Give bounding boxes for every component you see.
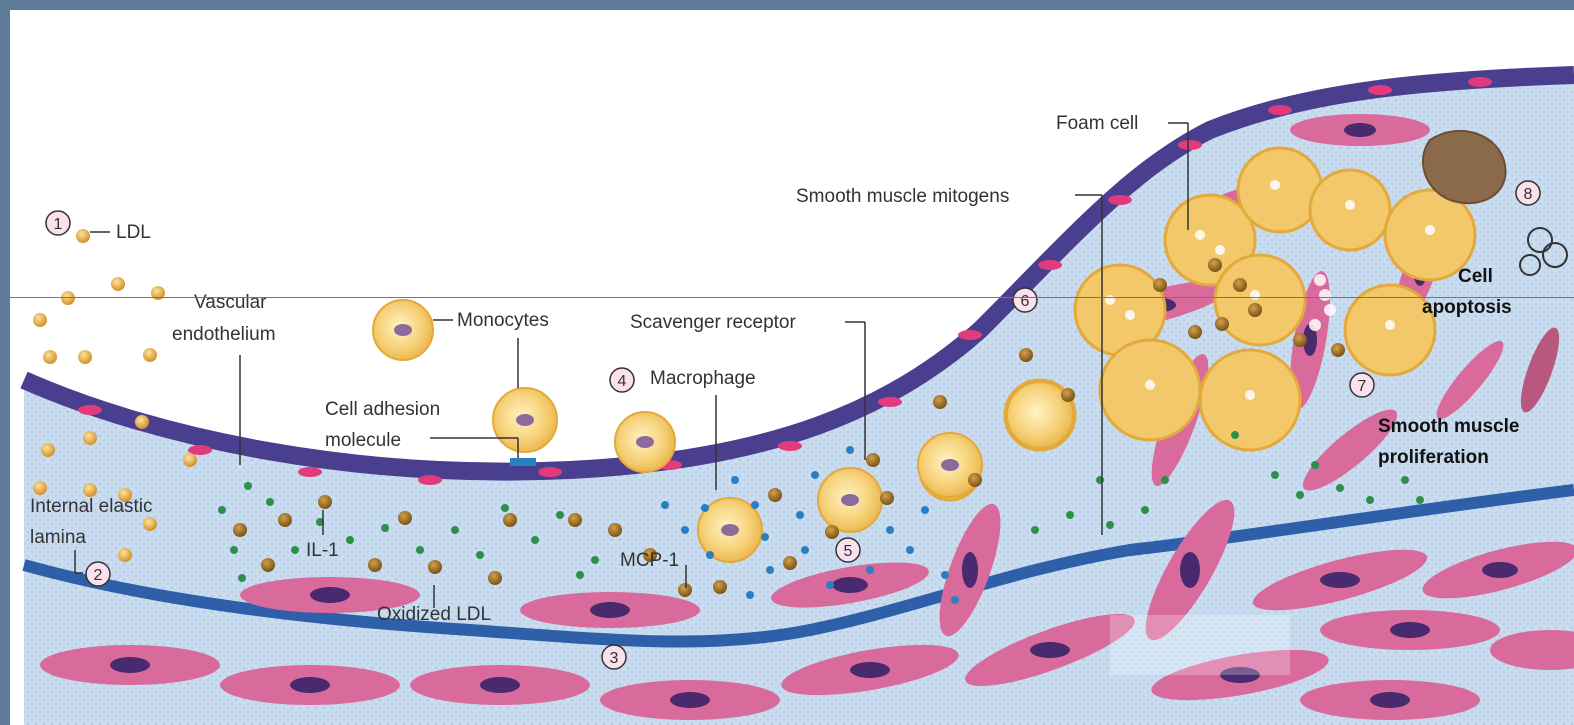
- label-mcp1: MCP-1: [620, 550, 679, 571]
- label-oxidized-ldl: Oxidized LDL: [377, 604, 491, 625]
- label-scavenger-receptor: Scavenger receptor: [630, 312, 796, 333]
- svg-text:8: 8: [1524, 186, 1533, 203]
- guide-line: [0, 297, 1574, 298]
- watermark-patch: [1110, 615, 1290, 675]
- atherosclerosis-diagram: LDL Vascular endothelium Monocytes Cell …: [10, 10, 1574, 725]
- step-6: 6: [1013, 288, 1037, 312]
- svg-text:5: 5: [844, 543, 853, 560]
- label-foam-cell: Foam cell: [1056, 113, 1138, 134]
- label-internal-elastic-2: lamina: [30, 527, 86, 548]
- label-cell-apoptosis-2: apoptosis: [1422, 297, 1512, 318]
- label-internal-elastic-1: Internal elastic: [30, 496, 153, 517]
- step-3: 3: [602, 645, 626, 669]
- label-cell-adhesion-1: Cell adhesion: [325, 399, 440, 420]
- svg-text:1: 1: [54, 216, 63, 233]
- step-8: 8: [1516, 181, 1540, 205]
- label-vascular-endothelium-2: endothelium: [172, 324, 276, 345]
- svg-text:6: 6: [1021, 293, 1030, 310]
- label-smooth-muscle-prolif-1: Smooth muscle: [1378, 416, 1519, 437]
- step-1: 1: [46, 211, 70, 235]
- step-7: 7: [1350, 373, 1374, 397]
- svg-text:7: 7: [1358, 378, 1367, 395]
- step-4: 4: [610, 368, 634, 392]
- frame-top: [0, 0, 1574, 10]
- svg-text:3: 3: [610, 650, 619, 667]
- label-il1: IL-1: [306, 540, 339, 561]
- diagram-canvas: LDL Vascular endothelium Monocytes Cell …: [10, 10, 1574, 725]
- label-cell-apoptosis-1: Cell: [1458, 266, 1493, 287]
- svg-text:2: 2: [94, 567, 103, 584]
- step-2: 2: [86, 562, 110, 586]
- step-5: 5: [836, 538, 860, 562]
- label-monocytes: Monocytes: [457, 310, 549, 331]
- label-cell-adhesion-2: molecule: [325, 430, 401, 451]
- label-macrophage: Macrophage: [650, 368, 756, 389]
- label-ldl: LDL: [116, 222, 151, 243]
- label-smooth-muscle-prolif-2: proliferation: [1378, 447, 1489, 468]
- label-vascular-endothelium-1: Vascular: [194, 292, 267, 313]
- adhesion-molecule-marker: [510, 458, 536, 466]
- label-smooth-muscle-mitogens: Smooth muscle mitogens: [796, 186, 1009, 207]
- svg-text:4: 4: [618, 373, 627, 390]
- frame-left: [0, 0, 10, 725]
